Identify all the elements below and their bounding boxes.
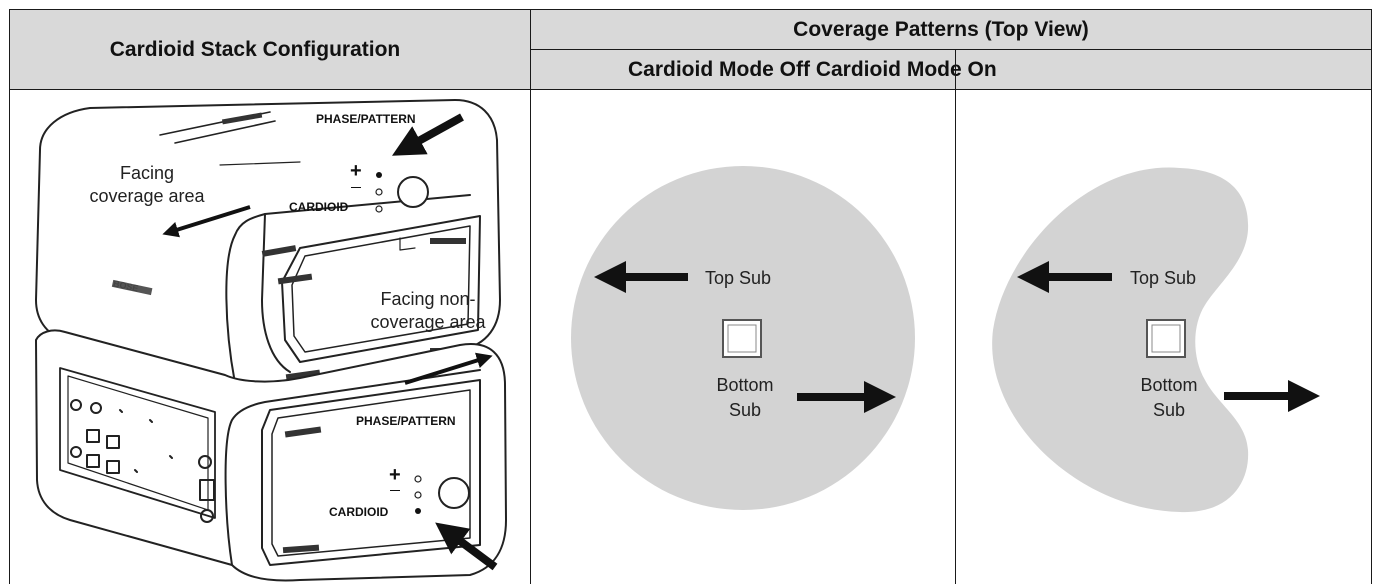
facing-coverage-line1: Facing [119,163,175,183]
bottom-plus-label: + [389,464,401,486]
bottom-minus-label: — [390,485,400,496]
pattern-off-bottom-line1: Bottom [716,375,774,395]
stack-arrows [162,113,498,571]
pattern-off-bottom-sub-label: Bottom Sub [700,373,790,423]
pattern-on-bottom-line2: Sub [1152,400,1186,420]
header-divider-vertical [530,9,531,584]
table-border-top [9,9,1372,10]
pattern-off-top-sub-label: Top Sub [705,268,772,288]
pattern-divider-vertical [955,50,956,584]
stack-configuration-title: Cardioid Stack Configuration [109,37,401,61]
facing-coverage-line2: coverage area [89,186,205,206]
top-plus-label: + [350,160,362,182]
mode-subheader: Cardioid Mode Off Cardioid Mode On [531,50,1371,89]
bottom-phase-pattern-label: PHASE/PATTERN [356,414,456,428]
facing-noncoverage-line2: coverage area [370,312,486,332]
table-border-left [9,9,10,584]
facing-noncoverage-label: Facing non- coverage area [357,288,499,334]
subwoofer-square-icon [1146,319,1186,358]
pattern-on-diagram [992,167,1320,513]
table-border-right [1371,9,1372,584]
facing-coverage-label: Facing coverage area [88,162,206,208]
top-minus-label: — [351,182,361,193]
header-divider-mid [531,49,1372,50]
coverage-patterns-title: Coverage Patterns (Top View) [793,17,1089,41]
mode-subheader-text: Cardioid Mode Off Cardioid Mode On [628,57,997,81]
cardioid-coverage-shape [992,167,1249,513]
header-divider-bottom [9,89,1372,90]
bottom-cardioid-label: CARDIOID [329,505,389,519]
pattern-on-bottom-sub-label: Bottom Sub [1124,373,1214,423]
coverage-patterns-header: Coverage Patterns (Top View) [531,10,1371,49]
top-phase-pattern-label: PHASE/PATTERN [316,112,416,126]
top-cardioid-label: CARDIOID [289,200,349,214]
subwoofer-square-icon [722,319,762,358]
pattern-on-bottom-line1: Bottom [1140,375,1198,395]
stacked-subwoofers-illustration [35,99,507,582]
facing-noncoverage-line1: Facing non- [380,289,476,309]
pattern-off-bottom-line2: Sub [728,400,762,420]
pattern-off-diagram [571,166,915,510]
stack-configuration-header: Cardioid Stack Configuration [10,10,530,89]
pattern-on-top-sub-label: Top Sub [1130,268,1197,288]
